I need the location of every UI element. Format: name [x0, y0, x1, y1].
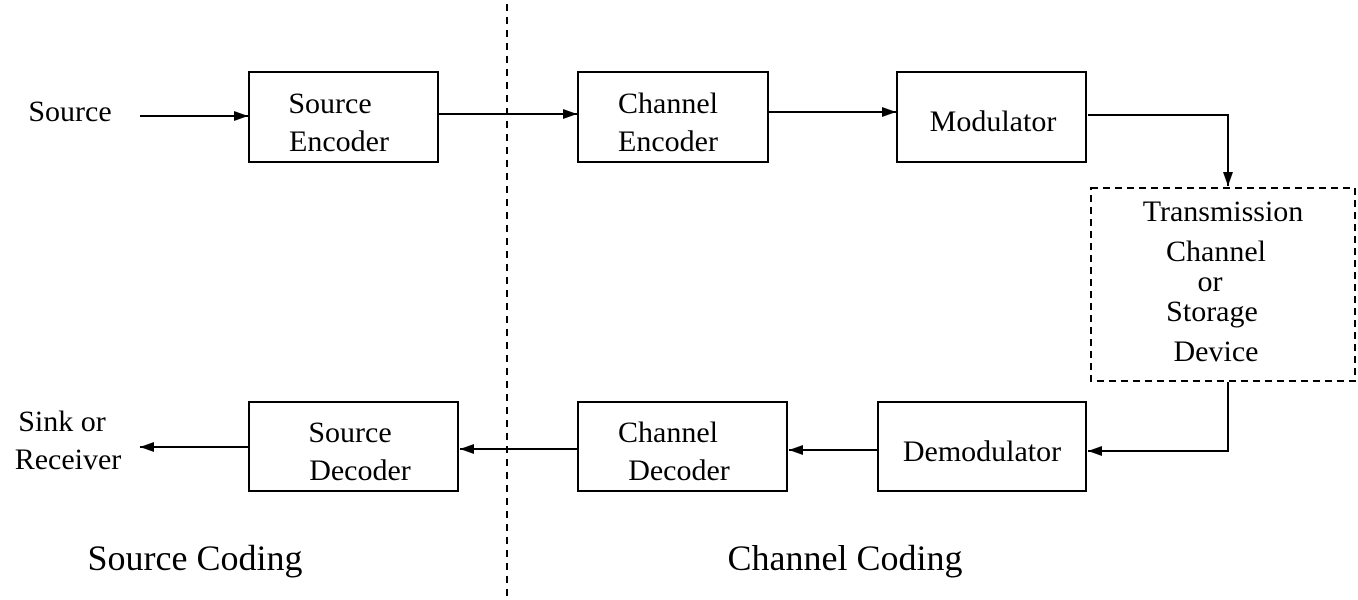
- sink-label-line2: Receiver: [15, 443, 122, 476]
- sink-label-line1: Sink or: [18, 405, 106, 438]
- transmission-channel-label-line4: Storage: [1166, 295, 1258, 328]
- transmission-channel-label-line2: Channel: [1166, 235, 1266, 268]
- source-coding-caption: Source Coding: [88, 538, 303, 578]
- transmission-channel-label-line3: or: [1198, 265, 1223, 298]
- demodulator-block: Demodulator: [877, 401, 1087, 492]
- transmission-channel-label-line5: Device: [1174, 335, 1259, 368]
- arrow-modulator-to-transmission-channel: [1088, 114, 1233, 186]
- channel-encoder-block: Channel Encoder: [577, 71, 769, 163]
- source-decoder-label-line2: Decoder: [309, 454, 411, 487]
- channel-encoder-label-line1: Channel: [618, 87, 718, 120]
- source-label: Source: [28, 95, 111, 128]
- modulator-label: Modulator: [930, 105, 1057, 138]
- modulator-block: Modulator: [896, 71, 1087, 163]
- demodulator-label: Demodulator: [903, 435, 1061, 468]
- transmission-channel-label-line1: Transmission: [1143, 195, 1304, 228]
- channel-decoder-label-line1: Channel: [618, 416, 718, 449]
- source-encoder-label-line2: Encoder: [289, 125, 389, 158]
- source-decoder-block: Source Decoder: [248, 401, 459, 492]
- channel-decoder-label-line2: Decoder: [628, 454, 730, 487]
- channel-decoder-block: Channel Decoder: [577, 401, 788, 492]
- channel-encoder-label-line2: Encoder: [618, 125, 718, 158]
- source-decoder-label-line1: Source: [308, 416, 391, 449]
- transmission-channel-block: Transmission Channel or Storage Device: [1090, 187, 1356, 382]
- channel-coding-caption: Channel Coding: [728, 538, 963, 578]
- arrow-transmission-channel-to-demodulator: [1088, 382, 1229, 456]
- source-encoder-block: Source Encoder: [248, 71, 439, 163]
- source-encoder-label-line1: Source: [288, 87, 371, 120]
